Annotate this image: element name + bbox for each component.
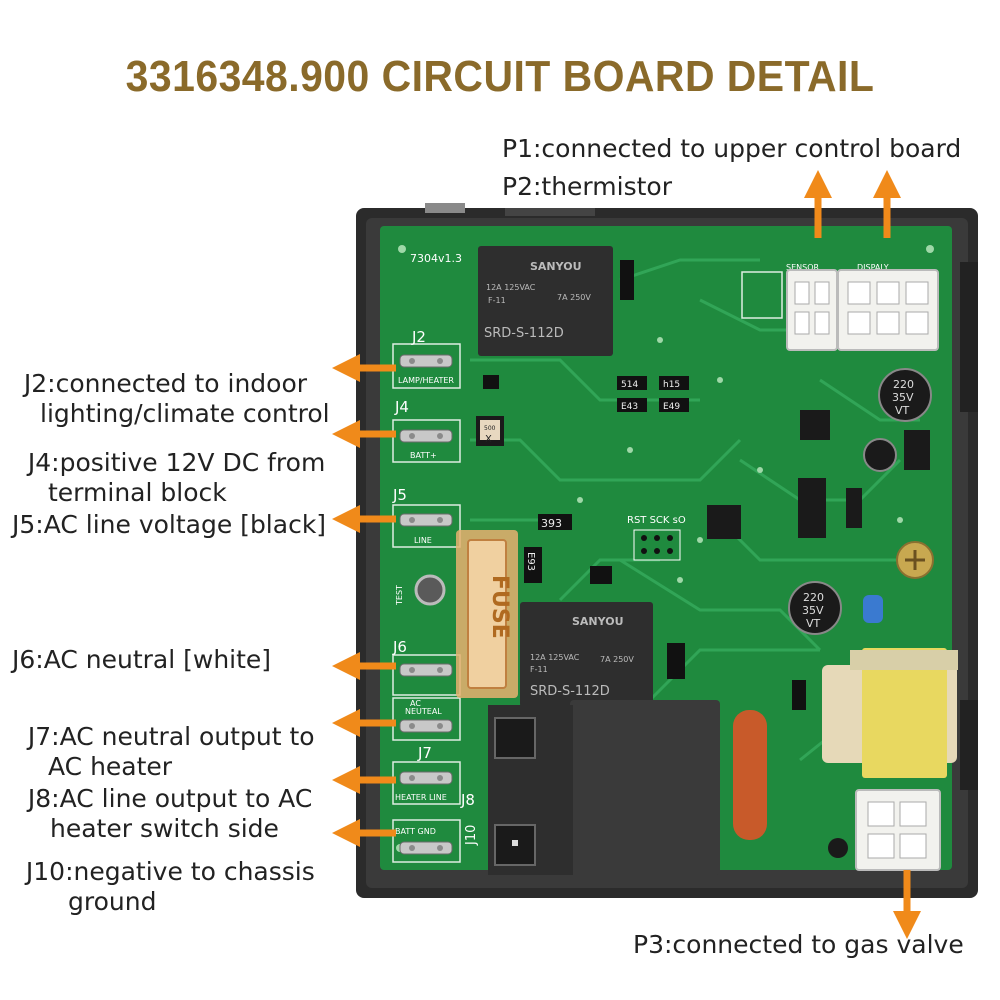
capacitor-bottom: 220 35V VT bbox=[788, 581, 842, 635]
svg-text:FUSE: FUSE bbox=[487, 575, 512, 639]
silk-j4-sub: BATT+ bbox=[410, 451, 437, 460]
svg-text:7A 250V: 7A 250V bbox=[557, 293, 591, 302]
gas-valve-connector bbox=[855, 789, 941, 871]
silk-j6: J6 bbox=[392, 638, 407, 656]
silk-j5: J5 bbox=[392, 486, 407, 504]
transformer bbox=[822, 648, 958, 778]
svg-text:393: 393 bbox=[541, 517, 562, 530]
silk-j7-top: AC bbox=[410, 699, 421, 708]
silk-sensor: SENSOR bbox=[786, 263, 819, 272]
sensor-connector bbox=[786, 269, 838, 351]
silk-j4: J4 bbox=[394, 398, 409, 416]
svg-text:35V: 35V bbox=[892, 391, 914, 404]
svg-text:12A 125VAC: 12A 125VAC bbox=[530, 653, 580, 662]
svg-text:F-11: F-11 bbox=[530, 665, 548, 674]
board-version: 7304v1.3 bbox=[410, 252, 462, 265]
label-p1: P1:connected to upper control board bbox=[502, 134, 962, 163]
silk-j10: J10 bbox=[464, 825, 479, 846]
svg-text:VT: VT bbox=[895, 404, 910, 417]
film-capacitor bbox=[733, 710, 767, 840]
svg-text:E43: E43 bbox=[621, 402, 638, 412]
silk-prog-header: RST SCK sO bbox=[627, 515, 686, 526]
label-p2: P2:thermistor bbox=[502, 172, 672, 201]
silk-j2-sub: LAMP/HEATER bbox=[398, 376, 454, 385]
ic-chips bbox=[707, 410, 930, 539]
svg-text:SRD-S-112D: SRD-S-112D bbox=[484, 326, 564, 341]
svg-text:F-11: F-11 bbox=[488, 296, 506, 305]
power-block bbox=[488, 700, 720, 875]
svg-text:7A 250V: 7A 250V bbox=[600, 655, 634, 664]
transistor bbox=[828, 838, 848, 858]
svg-text:E93: E93 bbox=[525, 552, 536, 571]
spade-terminals bbox=[399, 354, 453, 855]
svg-text:X: X bbox=[485, 434, 492, 445]
svg-text:514: 514 bbox=[621, 380, 638, 390]
silk-j7: J7 bbox=[417, 744, 432, 762]
relay-bottom: SANYOU 12A 125VAC 7A 250V F-11 SRD-S-112… bbox=[520, 602, 653, 707]
smd-resistors: 393 E93 500 X 514 h15 E43 E49 bbox=[476, 260, 806, 710]
silk-j7-sub: NEUTEAL bbox=[405, 707, 442, 716]
display-connector bbox=[837, 269, 939, 351]
svg-text:12A 125VAC: 12A 125VAC bbox=[486, 283, 536, 292]
label-j5: J5:AC line voltage [black] bbox=[12, 510, 327, 539]
svg-text:h15: h15 bbox=[663, 380, 680, 390]
silk-j2: J2 bbox=[411, 328, 426, 346]
silk-j5-sub: LINE bbox=[414, 536, 432, 545]
fuse: FUSE bbox=[456, 530, 518, 698]
silk-j8: J8 bbox=[460, 791, 475, 809]
svg-text:VT: VT bbox=[806, 617, 821, 630]
silk-j10-sub: BATT GND bbox=[395, 827, 436, 836]
label-p3: P3:connected to gas valve bbox=[633, 930, 964, 959]
relay-top: SANYOU 12A 125VAC 7A 250V F-11 SRD-S-112… bbox=[478, 246, 613, 356]
page-title: 3316348.900 CIRCUIT BOARD DETAIL bbox=[125, 52, 875, 101]
mounting-screw bbox=[896, 541, 934, 579]
svg-text:SANYOU: SANYOU bbox=[530, 260, 582, 273]
svg-text:SANYOU: SANYOU bbox=[572, 615, 624, 628]
capacitor-top: 220 35V VT bbox=[878, 368, 932, 422]
capacitor-small bbox=[863, 438, 897, 472]
svg-text:35V: 35V bbox=[802, 604, 824, 617]
callout-arrows bbox=[332, 170, 921, 939]
svg-text:220: 220 bbox=[893, 378, 914, 391]
silk-display: DISPALY bbox=[857, 263, 889, 272]
programming-header bbox=[633, 529, 681, 561]
svg-text:SRD-S-112D: SRD-S-112D bbox=[530, 684, 610, 699]
label-j6: J6:AC neutral [white] bbox=[12, 645, 272, 674]
silk-test: TEST bbox=[395, 585, 404, 606]
blue-capacitor bbox=[863, 595, 883, 623]
svg-text:220: 220 bbox=[803, 591, 824, 604]
test-point bbox=[414, 574, 446, 606]
silk-j8-sub: HEATER LINE bbox=[395, 793, 447, 802]
svg-text:500: 500 bbox=[484, 425, 496, 432]
svg-text:E49: E49 bbox=[663, 402, 680, 412]
